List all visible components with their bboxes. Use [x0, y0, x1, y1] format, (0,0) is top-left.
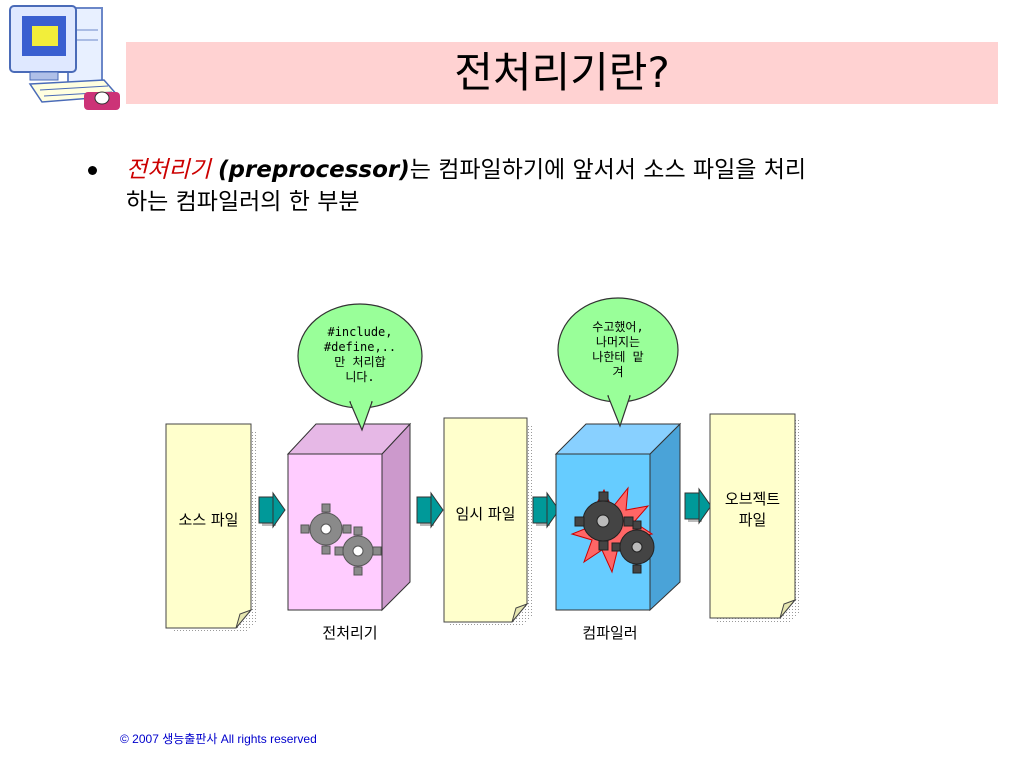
title-bar	[126, 42, 998, 104]
arrow-right-icon	[532, 491, 560, 529]
bubble2-line: 나머지는	[595, 335, 641, 349]
computer-icon	[9, 5, 120, 110]
preprocessor-box	[286, 422, 412, 612]
speech-bubble-compiler	[557, 297, 679, 428]
bullet-dot	[88, 166, 97, 175]
source-file-label: 소스 파일	[178, 511, 239, 529]
preprocessor-caption: 전처리기	[322, 624, 378, 642]
source-file-note	[165, 423, 257, 632]
temp-file-note	[443, 417, 533, 626]
compiler-caption: 컴파일러	[582, 624, 638, 642]
temp-file-label: 임시 파일	[455, 505, 516, 523]
slide-title: 전처리기란?	[454, 48, 670, 97]
bullet-rest-line1: 는 컴파일하기에 앞서서 소스 파일을 처리	[409, 157, 807, 183]
gear-icon	[300, 503, 382, 576]
bubble2-line: 겨	[612, 365, 624, 379]
compiler-box	[554, 422, 682, 612]
bullet-rest-line2: 하는 컴파일러의 한 부분	[126, 189, 360, 215]
bubble-compiler-text: 수고했어, 나머지는 나한테 맡 겨	[568, 320, 668, 380]
object-file-label-line2: 파일	[738, 511, 767, 529]
bubble1-line: #include,	[327, 325, 393, 339]
speech-bubble-preprocessor	[297, 303, 423, 432]
term-english: (preprocessor)	[217, 157, 410, 183]
gear-icon	[574, 491, 655, 574]
bubble2-line: 나한테 맡	[592, 350, 644, 364]
bullet-text: 전처리기 (preprocessor)는 컴파일하기에 앞서서 소스 파일을 처…	[126, 154, 986, 218]
bubble1-line: 니다.	[345, 370, 375, 384]
bubble1-line: #define,..	[323, 340, 397, 354]
object-file-label-line1: 오브젝트	[724, 490, 781, 508]
arrow-right-icon	[684, 487, 712, 525]
copyright-footer: © 2007 생능출판사 All rights reserved	[120, 732, 317, 746]
bubble-preprocessor-text: #include, #define,.. 만 처리합 니다.	[310, 325, 410, 385]
bubble1-line: 만 처리합	[334, 355, 386, 369]
object-file-note	[709, 413, 801, 622]
term-preprocessor: 전처리기	[126, 157, 211, 183]
arrow-right-icon	[258, 491, 286, 529]
arrow-right-icon	[416, 491, 444, 529]
bubble2-line: 수고했어,	[592, 320, 644, 334]
